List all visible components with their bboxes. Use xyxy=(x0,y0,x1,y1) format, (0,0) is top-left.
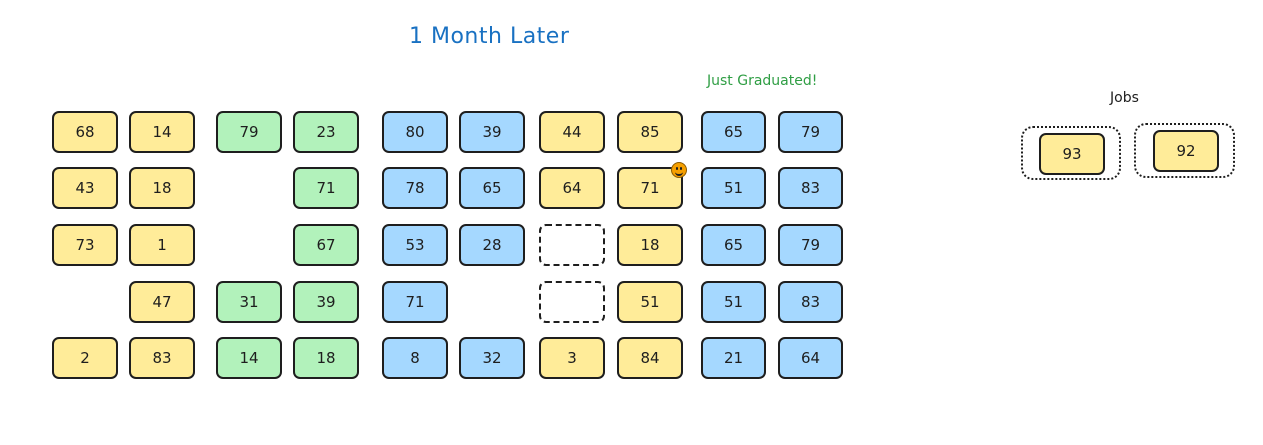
student-card: 18 xyxy=(129,167,195,209)
student-card: 3 xyxy=(539,337,605,379)
student-card: 79 xyxy=(778,224,843,266)
student-card: 85 xyxy=(617,111,683,153)
student-card: 21 xyxy=(701,337,766,379)
student-card: 8 xyxy=(382,337,448,379)
empty-seat xyxy=(539,281,605,323)
student-card: 51 xyxy=(701,281,766,323)
student-card: 32 xyxy=(459,337,525,379)
student-card: 83 xyxy=(778,281,843,323)
job-slot-frame xyxy=(1021,126,1121,180)
student-card: 51 xyxy=(617,281,683,323)
just-graduated-label: Just Graduated! xyxy=(707,73,818,89)
student-card: 78 xyxy=(382,167,448,209)
student-card: 64 xyxy=(539,167,605,209)
student-card: 71 xyxy=(293,167,359,209)
student-card: 39 xyxy=(459,111,525,153)
student-card: 79 xyxy=(216,111,282,153)
student-card: 44 xyxy=(539,111,605,153)
jobs-label: Jobs xyxy=(1110,90,1139,106)
student-card: 39 xyxy=(293,281,359,323)
student-card: 80 xyxy=(382,111,448,153)
student-card: 67 xyxy=(293,224,359,266)
student-card: 14 xyxy=(216,337,282,379)
smiley-face-icon xyxy=(671,162,687,178)
job-card: 92 xyxy=(1153,130,1219,172)
student-card: 65 xyxy=(459,167,525,209)
student-card: 64 xyxy=(778,337,843,379)
student-card: 83 xyxy=(129,337,195,379)
student-card: 51 xyxy=(701,167,766,209)
job-card: 93 xyxy=(1039,133,1105,175)
student-card: 2 xyxy=(52,337,118,379)
student-card: 18 xyxy=(617,224,683,266)
student-card: 53 xyxy=(382,224,448,266)
empty-seat xyxy=(539,224,605,266)
job-slot-frame xyxy=(1134,123,1235,178)
student-card: 71 xyxy=(382,281,448,323)
student-card: 84 xyxy=(617,337,683,379)
student-card: 73 xyxy=(52,224,118,266)
student-card: 28 xyxy=(459,224,525,266)
student-card: 14 xyxy=(129,111,195,153)
diagram-title: 1 Month Later xyxy=(409,24,570,49)
student-card: 31 xyxy=(216,281,282,323)
student-card: 1 xyxy=(129,224,195,266)
student-card: 47 xyxy=(129,281,195,323)
student-card: 18 xyxy=(293,337,359,379)
student-card: 68 xyxy=(52,111,118,153)
student-card: 83 xyxy=(778,167,843,209)
student-card: 65 xyxy=(701,111,766,153)
student-card: 23 xyxy=(293,111,359,153)
student-card: 65 xyxy=(701,224,766,266)
student-card: 43 xyxy=(52,167,118,209)
student-card: 79 xyxy=(778,111,843,153)
